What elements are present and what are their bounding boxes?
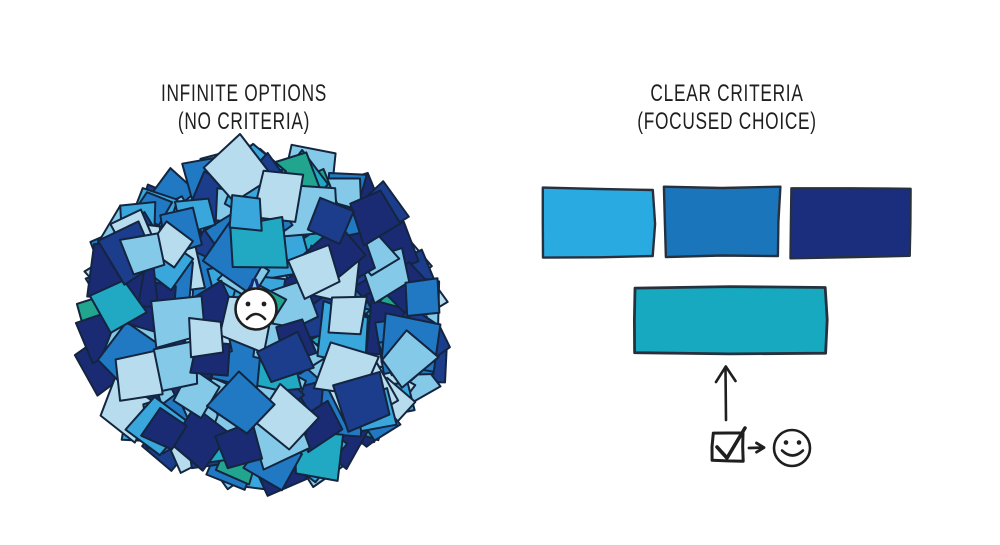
option-square [118,232,166,276]
right-title-line2: (FOCUSED CHOICE) [637,108,817,135]
up-arrow-head [714,365,737,384]
option-square [214,420,264,470]
option-swatch-dark-navy [789,187,912,260]
left-panel-title: INFINITE OPTIONS (NO CRITERIA) [84,80,404,136]
option-square [381,329,440,389]
option-square [256,330,315,383]
option-swatches [541,185,912,260]
up-arrow-icon [714,365,737,422]
checkbox-checkmark [715,426,747,460]
sad-face-left-eye [245,301,251,307]
sad-face-right-eye [261,301,267,307]
option-square [306,196,355,245]
happy-face-head [772,428,812,468]
happy-face-smile [780,449,805,457]
left-title-line2: (NO CRITERIA) [177,108,311,135]
right-panel-title: CLEAR CRITERIA (FOCUSED CHOICE) [567,80,887,136]
option-square [349,189,402,247]
right-arrow-head [755,441,766,454]
sad-face-frown [245,312,267,321]
option-square [332,371,391,433]
happy-face-left-eye [783,440,789,445]
option-swatch-medium-blue [662,185,782,259]
left-title-line1: INFINITE OPTIONS [160,80,328,107]
right-title-line1: CLEAR CRITERIA [650,80,804,107]
option-square [205,370,276,435]
option-square [228,194,263,232]
options-pile [73,133,451,497]
option-square [188,317,225,359]
option-swatch-light-blue [541,186,657,259]
option-square [88,279,148,334]
right-arrow-icon [747,441,766,454]
option-square [404,277,441,317]
option-square [327,295,368,336]
selected-option-swatch [633,285,829,356]
option-square [140,406,188,451]
sad-face-head [234,287,278,331]
sad-face-icon [234,278,278,331]
happy-face-icon [772,428,812,468]
up-arrow-shaft [724,367,728,422]
checkbox-box [710,431,745,463]
happy-face-right-eye [796,440,802,445]
checkbox-checked-icon [710,426,747,463]
